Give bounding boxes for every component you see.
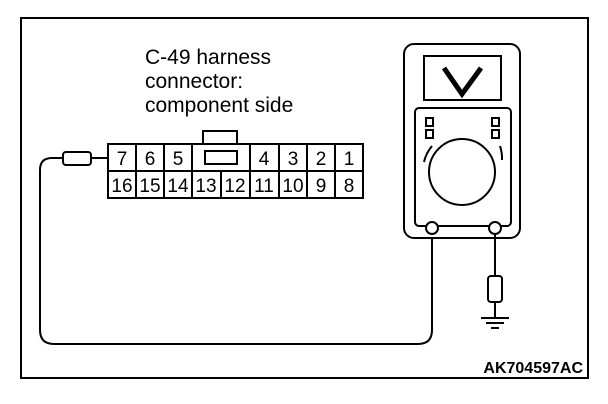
test-probe [62, 151, 108, 166]
pin-7: 7 [117, 149, 128, 170]
caption-line-3: component side [145, 94, 293, 117]
diagram-frame [20, 17, 589, 379]
pin-3: 3 [288, 149, 299, 170]
pin-12: 12 [224, 176, 245, 197]
caption-line-1: C-49 harness [145, 46, 271, 69]
c49-harness-connector [107, 130, 364, 199]
pin-2: 2 [316, 149, 327, 170]
pin-5: 5 [173, 149, 184, 170]
pin-14: 14 [167, 176, 189, 197]
pin-6: 6 [145, 149, 156, 170]
multimeter [403, 43, 521, 239]
pin-8: 8 [344, 176, 355, 197]
pin-11: 11 [254, 176, 274, 197]
range-selector-dial [428, 138, 496, 206]
pin-16: 16 [111, 176, 132, 197]
caption-line-2: connector: [145, 70, 243, 93]
ground-probe [487, 234, 503, 318]
pin-15: 15 [139, 176, 160, 197]
meter-needle-icon [441, 66, 484, 99]
connector-lock-tab [202, 130, 238, 145]
pin-1: 1 [344, 149, 355, 170]
v-terminal [488, 221, 502, 235]
pin-4: 4 [259, 149, 270, 170]
pin-10: 10 [282, 176, 303, 197]
ground-icon [481, 317, 509, 329]
com-terminal [425, 221, 439, 235]
pin-9: 9 [316, 176, 327, 197]
pin-13: 13 [195, 176, 216, 197]
figure-code: AK704597AC [483, 360, 583, 377]
probe-lead-wire [39, 157, 433, 345]
connector-blank-slot [204, 150, 238, 165]
